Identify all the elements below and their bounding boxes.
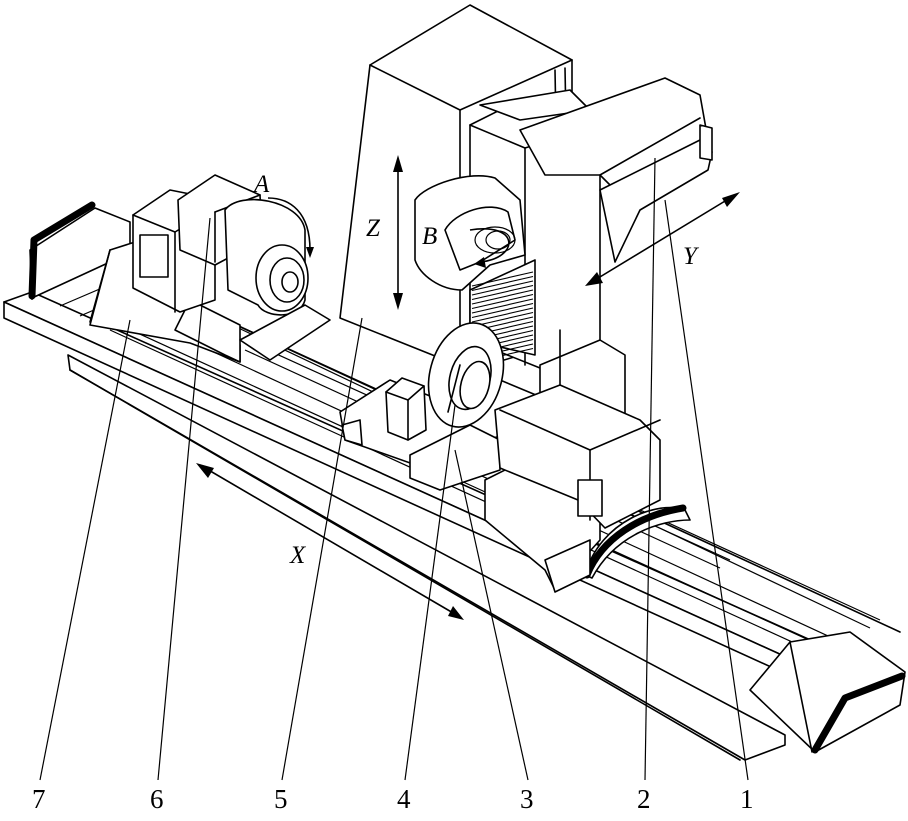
part-number-5: 5 <box>274 784 288 814</box>
part-number-2: 2 <box>637 784 651 814</box>
hatch-line <box>471 293 534 310</box>
motion-arrows <box>196 155 740 620</box>
leader-lines <box>39 157 749 781</box>
leader-line-4 <box>404 404 456 781</box>
hatch-line <box>471 289 534 305</box>
headstock <box>89 174 331 363</box>
part-number-3: 3 <box>520 784 534 814</box>
axis-label-y: Y <box>683 243 700 270</box>
part-numbers: 7 6 5 4 3 2 1 <box>32 784 754 814</box>
axis-label-x: X <box>289 542 307 569</box>
part-number-7: 7 <box>32 784 46 814</box>
leader-line-2 <box>644 157 656 781</box>
leader-line-7 <box>39 319 131 781</box>
axis-label-a: A <box>252 171 270 198</box>
axis-label-z: Z <box>366 215 381 242</box>
part-number-6: 6 <box>150 784 164 814</box>
hatch-line <box>471 302 534 319</box>
hatch-line <box>471 307 534 323</box>
leader-line-3 <box>454 449 529 781</box>
hatch-line <box>471 280 534 296</box>
hatch-line <box>471 271 534 287</box>
part-number-1: 1 <box>740 784 754 814</box>
column <box>339 4 713 441</box>
part-number-4: 4 <box>397 784 411 814</box>
axis-label-b: B <box>422 223 437 250</box>
axis-letters: A B Z Y X <box>252 171 700 569</box>
leader-line-5 <box>281 317 363 781</box>
hatch-line <box>471 284 534 301</box>
hatch-line <box>471 298 534 314</box>
leader-line-1 <box>664 199 749 781</box>
tailstock <box>484 384 661 593</box>
workpiece-table <box>339 322 561 491</box>
hatch-line <box>471 275 534 292</box>
leader-line-6 <box>157 217 211 781</box>
